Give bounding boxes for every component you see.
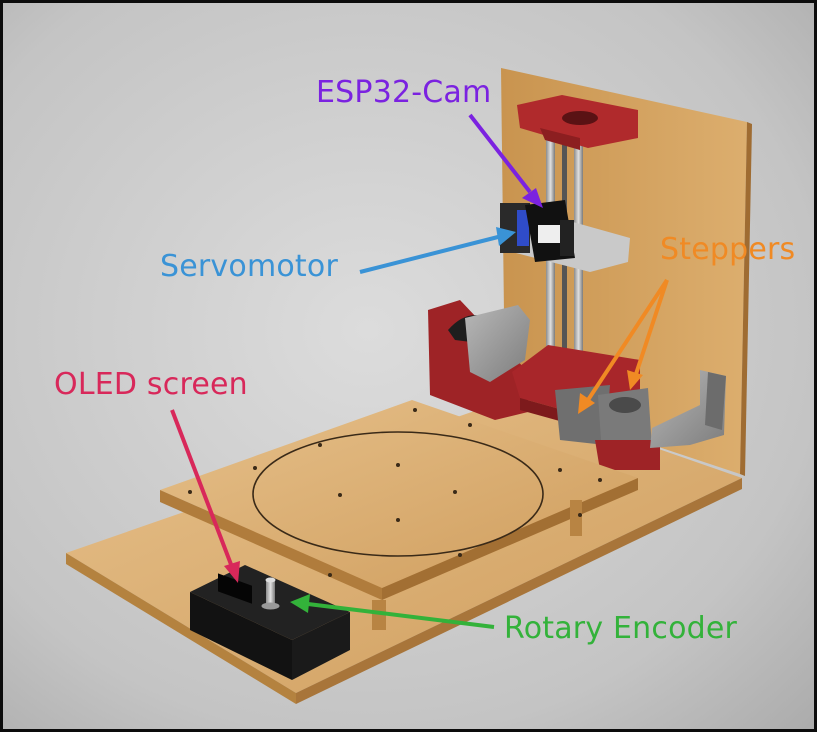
top-hole [562,111,598,125]
back-wall-edge [740,122,752,476]
arrow-oled-screen [170,409,240,583]
platform-holes [188,408,602,577]
arrow-servomotor [359,227,516,274]
turntable-circle [252,431,544,557]
base-board-side [296,478,742,704]
left-bracket [465,305,530,382]
label-esp32-cam: ESP32-Cam [316,75,492,110]
oled-window [218,573,252,604]
control-box-side [292,612,350,680]
esp32-chip [538,225,560,243]
stepper-left [555,385,610,445]
encoder-shaft [266,580,275,606]
right-bracket [650,370,726,448]
label-rotary-encoder: Rotary Encoder [504,611,738,646]
turntable-top [160,400,638,588]
control-box-front [190,592,292,680]
label-steppers: Steppers [660,232,796,267]
arrow-rotary-encoder [290,594,495,629]
label-oled-screen: OLED screen [54,367,248,402]
arrow-steppers [578,278,669,414]
arrow-esp32-cam [468,113,543,208]
turntable-front [160,490,382,600]
servo-blue [517,210,529,246]
base-board-front [66,553,296,704]
stepper-mount [595,440,660,470]
label-servomotor: Servomotor [160,249,338,284]
